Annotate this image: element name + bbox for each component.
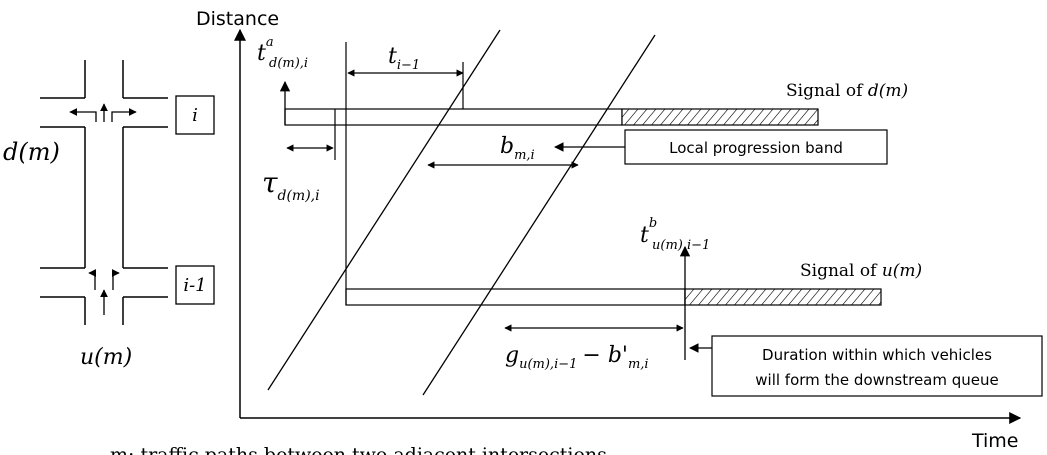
upstream-signal-red-phase bbox=[684, 288, 882, 306]
trajectory-line-2 bbox=[422, 34, 656, 396]
queue-callout-line-2: will form the downstream queue bbox=[755, 371, 998, 389]
downstream-signal-label: Signal of d(m) bbox=[786, 81, 908, 101]
x-axis-label: Time bbox=[971, 430, 1019, 452]
queue-callout-line-1: Duration within which vehicles bbox=[762, 346, 992, 364]
downstream-signal-red-phase bbox=[621, 108, 819, 126]
intersection-i-1-label: i-1 bbox=[183, 275, 206, 296]
upstream-signal-bar bbox=[345, 288, 686, 306]
band-label: bm,i bbox=[500, 134, 535, 163]
band-callout-box bbox=[624, 129, 888, 165]
movement-arrows-downstream bbox=[69, 103, 137, 122]
intersection-i-box bbox=[175, 95, 215, 135]
trajectory-line-1 bbox=[267, 29, 501, 391]
intersection-i-label: i bbox=[192, 105, 198, 126]
upstream-signal-label: Signal of u(m) bbox=[800, 261, 922, 281]
road-sketch bbox=[40, 60, 168, 325]
green-minus-band-label: gu(m),i−1− b'm,i bbox=[505, 343, 649, 372]
queue-callout-box bbox=[711, 335, 1043, 397]
band-callout-text: Local progression band bbox=[669, 139, 843, 157]
downstream-intersection-name: d(m) bbox=[3, 138, 60, 166]
movement-arrows-upstream bbox=[88, 269, 120, 315]
y-axis-label: Distance bbox=[196, 8, 279, 30]
caption: m: traffic paths between two adjacent in… bbox=[110, 444, 607, 455]
intersection-i-1-box bbox=[175, 265, 215, 305]
tau-label: τd(m),i bbox=[262, 166, 320, 204]
upstream-intersection-name: u(m) bbox=[80, 345, 132, 370]
t-prev-label: ti−1 bbox=[388, 44, 420, 73]
